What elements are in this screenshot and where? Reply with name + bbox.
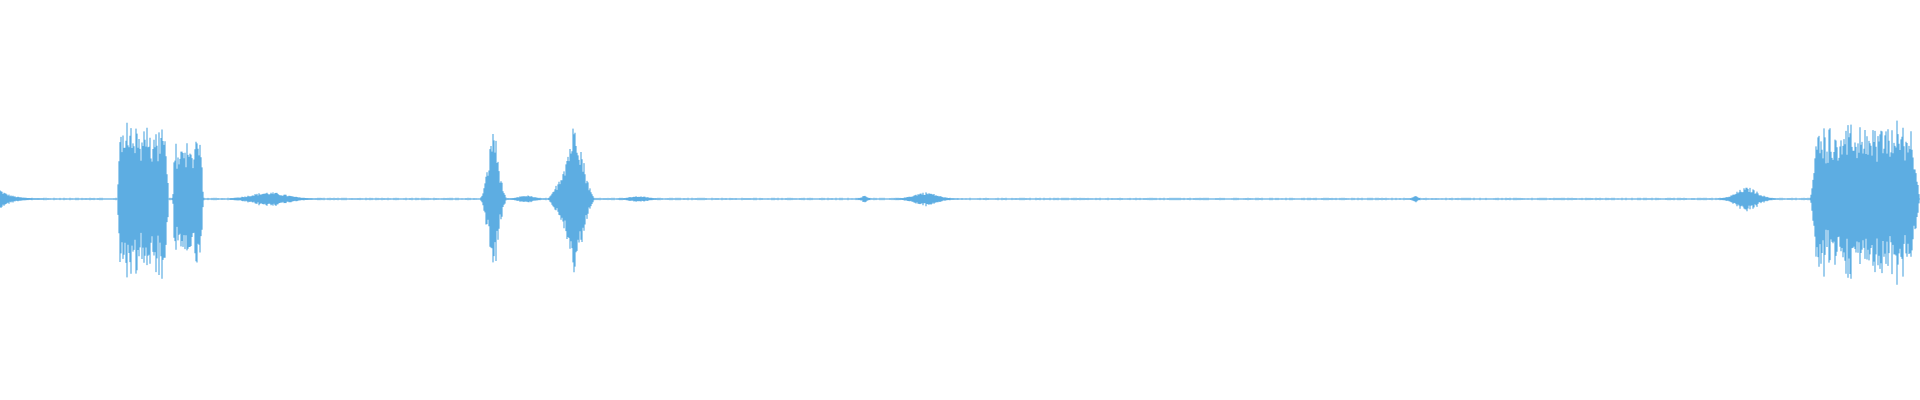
waveform-burst-7 <box>546 128 597 273</box>
waveform-burst-12 <box>1717 187 1777 212</box>
waveform-burst-2 <box>116 122 170 279</box>
waveform-burst-13 <box>1809 120 1920 285</box>
waveform-burst-11 <box>1408 196 1422 203</box>
waveform-noise <box>0 197 1919 201</box>
waveform-burst-3 <box>171 141 205 263</box>
waveform-bursts <box>0 120 1920 285</box>
